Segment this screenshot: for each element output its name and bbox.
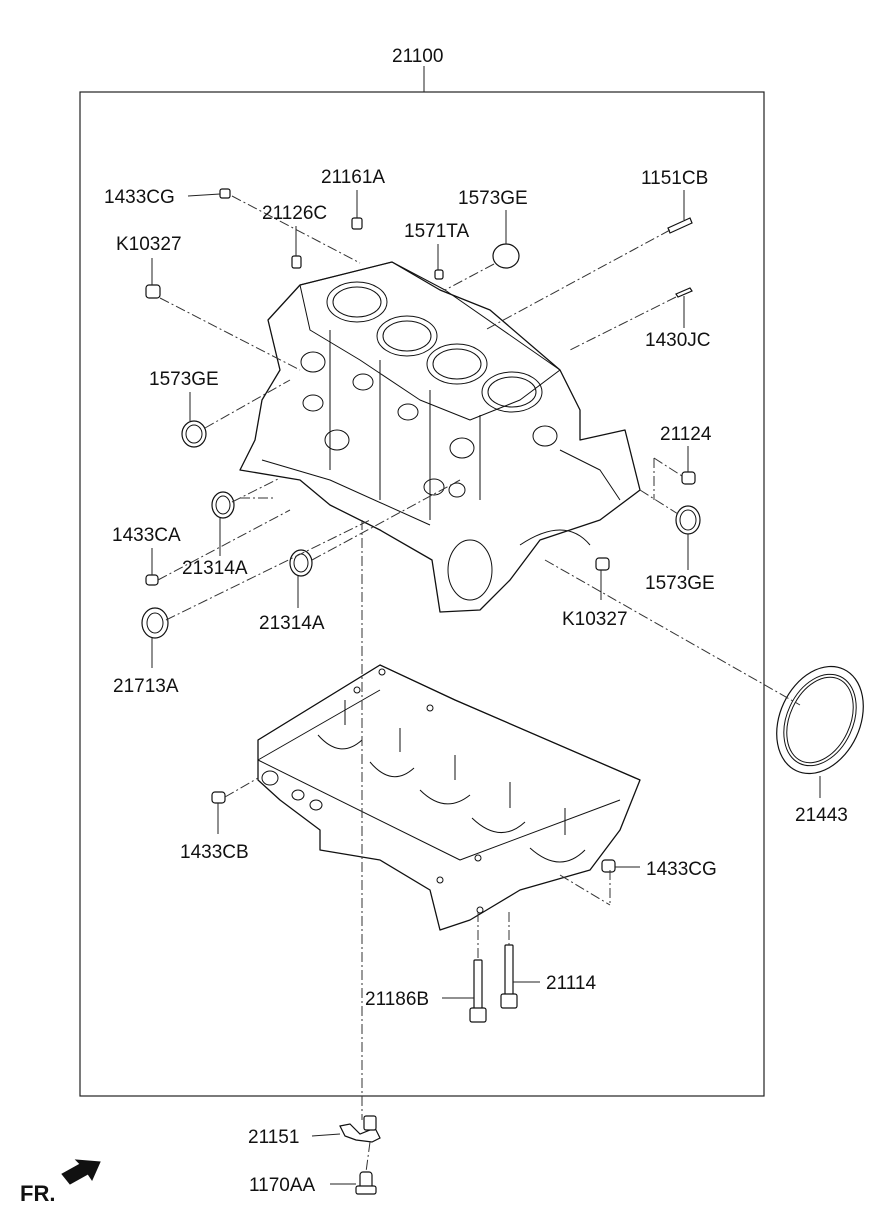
- label-1151CB[interactable]: 1151CB: [641, 168, 708, 189]
- label-21100[interactable]: 21100: [392, 46, 443, 67]
- dowel-21126C[interactable]: [291, 255, 302, 269]
- label-1573GE-left[interactable]: 1573GE: [149, 369, 219, 390]
- dowel-21124[interactable]: [681, 471, 696, 485]
- label-21161A[interactable]: 21161A: [321, 167, 385, 188]
- label-fr: FR.: [20, 1181, 55, 1206]
- dashed-guide-lines: [157, 195, 801, 1173]
- front-direction-indicator: FR.: [20, 1159, 101, 1206]
- bolt-1170AA[interactable]: [355, 1171, 377, 1195]
- rear-oil-seal-21443[interactable]: [760, 652, 880, 787]
- plug-1571TA[interactable]: [434, 269, 444, 280]
- front-arrow-icon: [61, 1159, 101, 1185]
- bracket-21151[interactable]: [339, 1115, 381, 1143]
- lower-crankcase: [257, 664, 641, 931]
- label-21114[interactable]: 21114: [546, 973, 596, 994]
- label-1433CB[interactable]: 1433CB: [180, 842, 249, 863]
- pin-1430JC[interactable]: [675, 287, 693, 298]
- cap-1573GE-top[interactable]: [492, 243, 520, 269]
- label-K10327-top[interactable]: K10327: [116, 234, 182, 255]
- label-21151[interactable]: 21151: [248, 1127, 299, 1148]
- pin-1433CA[interactable]: [145, 574, 159, 586]
- label-1433CG-top[interactable]: 1433CG: [104, 187, 175, 208]
- dowel-K10327-top[interactable]: [145, 284, 161, 299]
- bolt-21114[interactable]: [500, 944, 518, 1009]
- pin-1433CG-bottom[interactable]: [601, 859, 616, 873]
- label-1433CG-bottom[interactable]: 1433CG: [646, 859, 717, 880]
- label-21314A-b[interactable]: 21314A: [259, 613, 325, 634]
- assembly-frame: [79, 91, 765, 1097]
- cylinder-block-upper: [239, 261, 641, 613]
- label-1573GE-right[interactable]: 1573GE: [645, 573, 715, 594]
- dowel-K10327-bottom[interactable]: [595, 557, 610, 571]
- leader-lines: [151, 190, 821, 1185]
- label-21443[interactable]: 21443: [795, 805, 848, 826]
- part-labels: 1433CG 21161A 21126C 1573GE 1571TA 1151C…: [104, 167, 848, 1196]
- pin-1433CG-top[interactable]: [219, 188, 231, 199]
- plug-21161A[interactable]: [351, 217, 363, 230]
- ring-21314A-a[interactable]: [211, 491, 235, 519]
- label-21124[interactable]: 21124: [660, 424, 712, 445]
- label-1571TA[interactable]: 1571TA: [404, 221, 469, 242]
- label-21713A[interactable]: 21713A: [113, 676, 179, 697]
- seal-21713A[interactable]: [141, 607, 169, 639]
- label-21314A-a[interactable]: 21314A: [182, 558, 248, 579]
- label-1430JC[interactable]: 1430JC: [645, 330, 711, 351]
- label-21186B[interactable]: 21186B: [365, 989, 429, 1010]
- label-1170AA[interactable]: 1170AA: [249, 1175, 316, 1196]
- stud-1151CB[interactable]: [667, 217, 693, 234]
- label-1573GE-top[interactable]: 1573GE: [458, 188, 528, 209]
- label-K10327-bottom[interactable]: K10327: [562, 609, 628, 630]
- label-21126C[interactable]: 21126C: [262, 203, 327, 224]
- label-1433CA[interactable]: 1433CA: [112, 525, 181, 546]
- pin-1433CB[interactable]: [211, 791, 226, 804]
- bolt-21186B[interactable]: [469, 959, 487, 1023]
